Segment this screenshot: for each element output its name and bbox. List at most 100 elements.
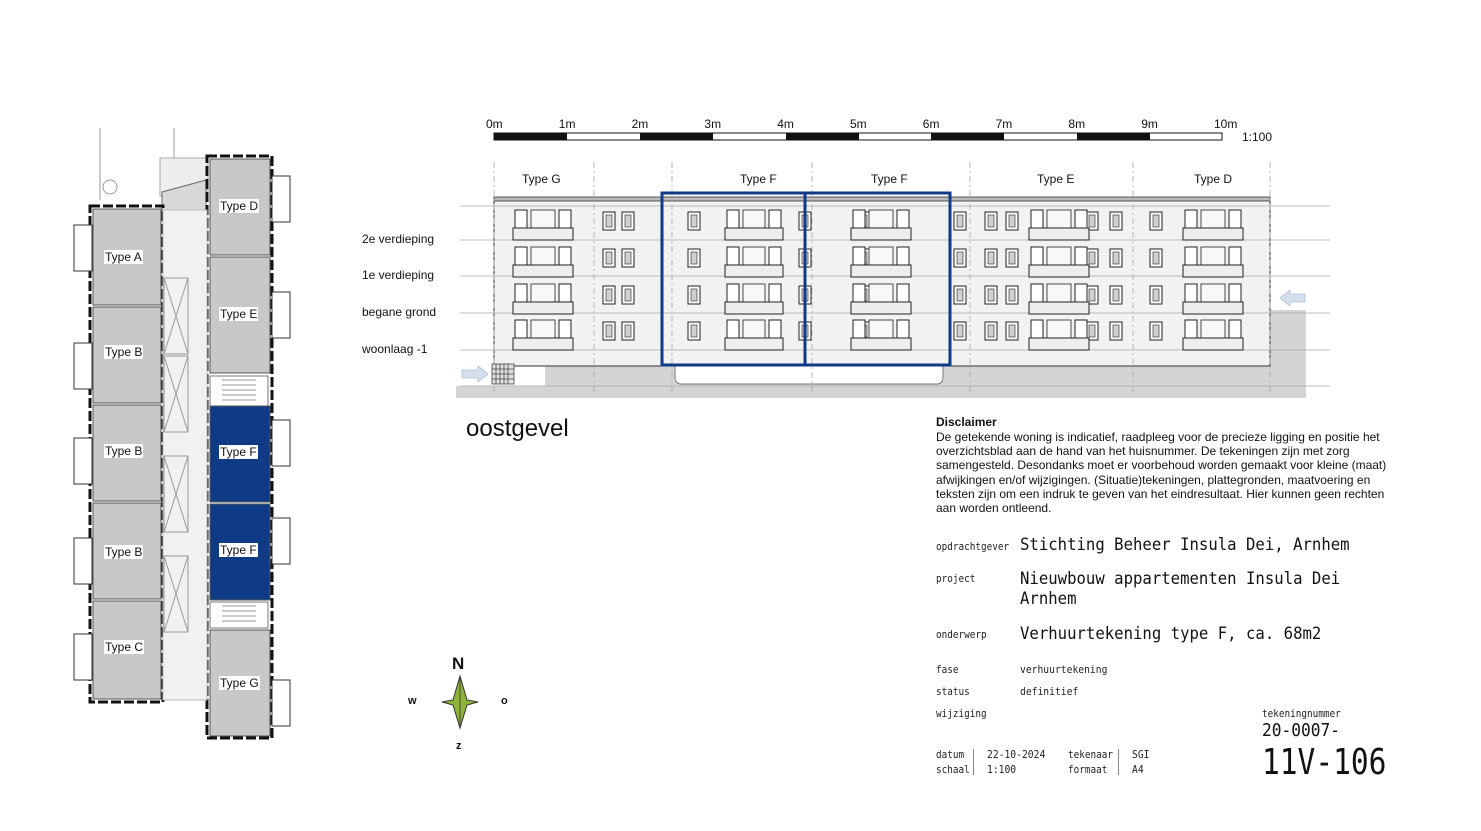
facade-element [1182, 227, 1244, 241]
facade-element [1182, 264, 1244, 278]
facade-element [1152, 324, 1160, 338]
entrance-arrow-icon [1279, 289, 1306, 307]
scale-tick-label: 1m [558, 117, 576, 131]
facade-element [956, 324, 964, 338]
unit-label-type-f: Type F [219, 543, 258, 557]
separator [1118, 749, 1119, 775]
floor-label: 1e verdieping [362, 268, 435, 282]
scale-label: schaal [936, 763, 970, 776]
scale-tick-label: 10m [1214, 117, 1238, 131]
facade-element [956, 288, 964, 302]
facade-element [1182, 337, 1244, 351]
facade-element [690, 288, 698, 302]
subject-value: Verhuurtekening type F, ca. 68m2 [1020, 624, 1322, 644]
unit-label-type-a: Type A [104, 250, 143, 264]
drawer-label: tekenaar [1068, 748, 1114, 761]
facade-element [605, 288, 613, 302]
drawing-number: 11V-106 [1262, 742, 1387, 783]
status-value: definitief [1020, 685, 1079, 698]
facade-element [1088, 251, 1096, 265]
scale-tick-label: 3m [704, 117, 722, 131]
facade-element [1152, 288, 1160, 302]
subject-label: onderwerp [936, 628, 987, 641]
compass-west-label: w [408, 695, 417, 707]
unit-label-type-g: Type G [219, 676, 260, 690]
elevation-type-label: Type F [740, 172, 777, 186]
facade-element [724, 337, 784, 351]
disclaimer-body: De getekende woning is indicatief, raadp… [936, 430, 1387, 516]
facade-element [1008, 214, 1016, 228]
unit-label-type-f: Type F [219, 445, 258, 459]
facade-element [605, 214, 613, 228]
unit-label-type-c: Type C [104, 640, 145, 654]
floor-label: begane grond [362, 305, 437, 319]
change-label: wijziging [936, 707, 987, 720]
unit-label-type-e: Type E [219, 307, 259, 321]
facade-element [956, 214, 964, 228]
scale-tick-label: 4m [777, 117, 794, 131]
elevation-type-label: Type F [871, 172, 908, 186]
facade-element [1008, 324, 1016, 338]
facade-element [605, 251, 613, 265]
client-value: Stichting Beheer Insula Dei, Arnhem [1020, 535, 1350, 555]
facade-element [850, 337, 912, 351]
facade-element [512, 337, 574, 351]
facade-element [1088, 324, 1096, 338]
facade-element [624, 214, 632, 228]
date-label: datum [936, 748, 965, 761]
disclaimer-title: Disclaimer [936, 415, 997, 429]
facade-element [624, 251, 632, 265]
facade-element [724, 227, 784, 241]
floor-label: woonlaag -1 [362, 342, 428, 356]
facade-element [850, 227, 912, 241]
drawer-value: SGI [1132, 748, 1150, 761]
facade-element [624, 288, 632, 302]
facade-element [1152, 214, 1160, 228]
date-value: 22-10-2024 [987, 748, 1046, 761]
compass-south-label: z [456, 740, 462, 752]
facade-element [1112, 214, 1120, 228]
elevation-type-label: Type G [522, 172, 561, 186]
scale-tick-label: 5m [850, 117, 867, 131]
facade-element [690, 214, 698, 228]
elevation-title: oostgevel [466, 415, 569, 442]
facade-element [1088, 214, 1096, 228]
facade-element [724, 264, 784, 278]
unit-label-type-b: Type B [104, 444, 144, 458]
facade-element [987, 288, 995, 302]
scale-bar [493, 132, 1223, 141]
phase-label: fase [936, 663, 959, 676]
format-label: formaat [1068, 763, 1108, 776]
drawing-number-label: tekeningnummer [1262, 707, 1341, 720]
facade-element [1008, 288, 1016, 302]
elevation-type-label: Type E [1037, 172, 1075, 186]
facade-element [1112, 288, 1120, 302]
facade-element [850, 301, 912, 315]
facade-element [512, 264, 574, 278]
scale-tick-label: 8m [1068, 117, 1086, 131]
facade-element [512, 227, 574, 241]
facade-element [987, 214, 995, 228]
facade-element [1028, 337, 1090, 351]
facade-element [987, 324, 995, 338]
facade-element [1028, 301, 1090, 315]
facade-element [1088, 288, 1096, 302]
facade-element [1112, 251, 1120, 265]
scale-tick-label: 0m [486, 117, 503, 131]
facade-element [624, 324, 632, 338]
facade-element [512, 301, 574, 315]
project-label: project [936, 572, 976, 585]
facade-element [987, 251, 995, 265]
floor-label: 2e verdieping [362, 232, 435, 246]
facade-element [1028, 227, 1090, 241]
format-value: A4 [1132, 763, 1144, 776]
facade-element [1028, 264, 1090, 278]
scale-ratio: 1:100 [1242, 130, 1273, 144]
phase-value: verhuurtekening [1020, 663, 1108, 676]
project-value: Nieuwbouw appartementen Insula Dei Arnhe… [1020, 569, 1341, 609]
scale-tick-label: 2m [631, 117, 649, 131]
facade-element [605, 324, 613, 338]
drawing-number-prefix: 20-0007- [1262, 720, 1341, 741]
client-label: opdrachtgever [936, 540, 1010, 553]
